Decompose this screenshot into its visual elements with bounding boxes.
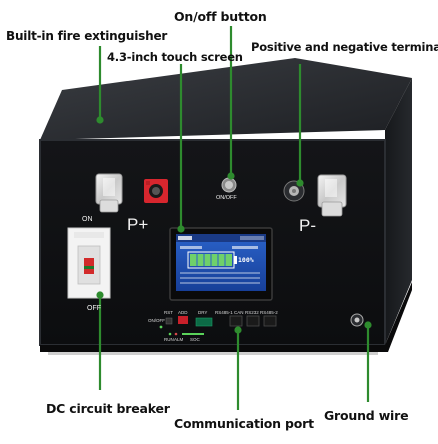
enclosure-base bbox=[40, 282, 412, 352]
battery-icon bbox=[187, 251, 237, 269]
led-on-off-label: ON/OFF bbox=[148, 318, 165, 323]
led-on-off bbox=[159, 325, 163, 329]
dry-label: DRY bbox=[198, 310, 208, 315]
power-switch[interactable] bbox=[221, 177, 237, 193]
communication-ports[interactable] bbox=[195, 315, 277, 327]
callout-dc-breaker: DC circuit breaker bbox=[46, 401, 170, 416]
enclosure-top bbox=[40, 58, 412, 140]
lcd-soc-percent: 100% bbox=[238, 256, 254, 264]
rs485-2-label: RS485-2 bbox=[260, 310, 278, 315]
led-run bbox=[168, 332, 172, 336]
can-label: CAN bbox=[234, 310, 244, 315]
soc-label: SOC bbox=[190, 337, 200, 342]
run-label: RUN bbox=[164, 337, 174, 342]
breaker-off-label: OFF bbox=[87, 305, 101, 312]
callout-ground-wire: Ground wire bbox=[324, 408, 409, 423]
callout-fire-extinguisher: Built-in fire extinguisher bbox=[6, 29, 168, 43]
callout-leaders bbox=[98, 26, 370, 410]
negative-label: P- bbox=[299, 216, 316, 235]
breaker-on-label: ON bbox=[82, 216, 93, 223]
callout-on-off-button: On/off button bbox=[174, 9, 267, 24]
rst-button[interactable] bbox=[165, 317, 173, 325]
callout-communication-port: Communication port bbox=[174, 416, 314, 431]
callout-touch-screen: 4.3-inch touch screen bbox=[107, 50, 243, 64]
fire-extinguisher-module bbox=[144, 179, 168, 203]
alm-label: ALM bbox=[174, 337, 184, 342]
negative-terminal-cover bbox=[317, 174, 347, 217]
soc-leds bbox=[182, 333, 204, 335]
positive-terminal-cover bbox=[95, 173, 123, 213]
add-label: ADD bbox=[178, 310, 188, 315]
ground-bolt bbox=[350, 313, 364, 327]
power-switch-label: ON/OFF bbox=[216, 195, 237, 201]
rs232-label: RS232 bbox=[245, 310, 259, 315]
address-dip-switch[interactable] bbox=[178, 316, 188, 324]
enclosure-side bbox=[385, 78, 412, 345]
callout-terminals: Positive and negative terminals bbox=[251, 40, 438, 54]
callout-dots bbox=[96, 116, 372, 334]
rs485-1-label: RS485-1 bbox=[215, 310, 233, 315]
rst-label: RST bbox=[164, 310, 173, 315]
positive-label: P+ bbox=[127, 215, 149, 234]
led-alm bbox=[174, 332, 178, 336]
dc-circuit-breaker[interactable] bbox=[67, 227, 111, 299]
